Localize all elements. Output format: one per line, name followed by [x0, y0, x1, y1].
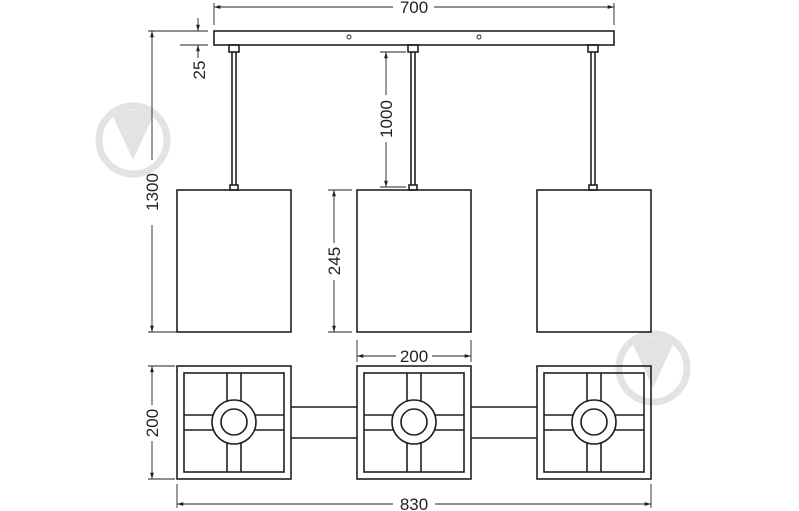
watermark-logo: [615, 330, 691, 406]
dim-label-25: 25: [190, 61, 209, 80]
canopy: [213, 30, 615, 46]
shade-bottom-center: [356, 365, 472, 480]
dim-label-830: 830: [400, 495, 428, 511]
dimension-total-height: 1300: [143, 30, 200, 333]
dim-label-200-width: 200: [400, 347, 428, 366]
shade-right: [536, 189, 652, 333]
dim-label-200-depth: 200: [143, 409, 162, 437]
dimension-shade-width: 200: [356, 340, 472, 366]
dim-label-245: 245: [325, 247, 344, 275]
shade-bottom-right: [536, 365, 652, 480]
pendant-right: [536, 44, 652, 333]
dim-label-700: 700: [400, 0, 428, 17]
pendant-left: [176, 44, 292, 333]
dim-label-1000: 1000: [377, 100, 396, 138]
shade-bottom-left: [176, 365, 292, 480]
dimension-shade-depth: 200: [143, 365, 175, 480]
shade-center: [356, 189, 472, 333]
watermark-logo: [95, 102, 171, 178]
dimension-shade-height: 245: [325, 189, 352, 333]
shade-left: [176, 189, 292, 333]
bottom-view: [176, 365, 652, 480]
dimension-total-width: 830: [176, 484, 652, 511]
pendant-center: [356, 44, 472, 333]
dimension-canopy-width: 700: [213, 0, 615, 25]
dimension-cable-length: 1000: [377, 51, 406, 188]
dim-label-1300: 1300: [143, 173, 162, 211]
dimension-canopy-height: 25: [180, 18, 209, 79]
